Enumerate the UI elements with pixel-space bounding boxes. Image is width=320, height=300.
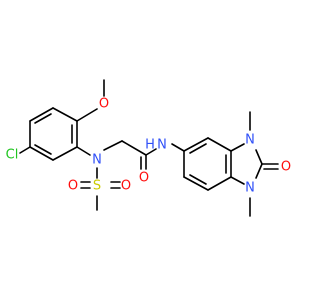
atom-label-nitrogen: N (157, 138, 167, 153)
bond (76, 108, 98, 122)
atom-label-oxygen: O (139, 171, 149, 186)
bond (52, 146, 78, 161)
bond (255, 149, 263, 165)
bond (207, 176, 232, 191)
atom-label-oxygen: O (281, 160, 291, 175)
bond (34, 144, 52, 155)
benzimidazolone-ring (183, 137, 232, 191)
atom-label-nitrogen: N (92, 153, 102, 168)
atom-label-sulfur: S (93, 179, 101, 194)
bond (183, 137, 209, 152)
bond (230, 143, 245, 152)
atom-label-oxygen: O (99, 97, 109, 112)
atom-label-oxygen: O (121, 179, 131, 194)
bond (103, 140, 123, 151)
bond (52, 107, 78, 122)
bond (207, 137, 232, 152)
atom-label-hydrogen: H (145, 138, 155, 153)
bond (29, 146, 54, 161)
bond (145, 148, 157, 156)
bond (34, 113, 52, 124)
chloromethoxyphenyl-ring (29, 107, 78, 161)
atom-label-chlorine: Cl (6, 148, 19, 163)
bond (230, 176, 245, 185)
atom-label-oxygen: O (68, 179, 78, 194)
atom-label-nitrogen: N (245, 181, 255, 196)
atom-label-nitrogen: N (245, 133, 255, 148)
bond (171, 143, 185, 152)
bond (189, 143, 207, 154)
bond (76, 146, 91, 156)
structure-drawing: O Cl N S O O O N H N N O (6, 79, 291, 217)
bond (29, 107, 54, 122)
bond (255, 163, 263, 179)
bond (19, 146, 31, 154)
bond (121, 140, 147, 156)
bond (189, 174, 207, 185)
molecule-structure-diagram: O Cl N S O O O N H N N O (5, 79, 292, 217)
bond (183, 176, 209, 191)
